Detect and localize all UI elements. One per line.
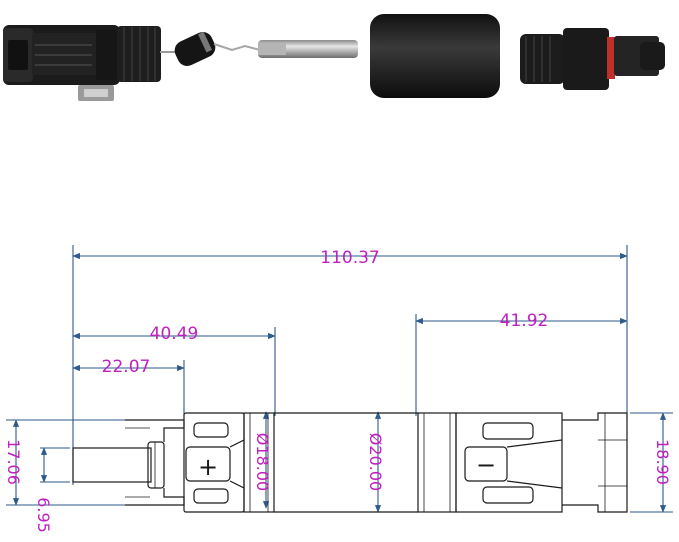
extension-lines: [6, 245, 673, 513]
male-housing-outline: [183, 412, 275, 513]
sleeve-photo: [370, 14, 500, 98]
dim-female-end-height: 18.90: [653, 439, 672, 485]
coupling-outline: [274, 412, 418, 513]
dim-pin-diameter: 6.95: [34, 497, 53, 533]
dim-pin-height: 17.06: [4, 439, 23, 485]
dim-female-length: 41.92: [500, 311, 549, 331]
dimension-lines: [12, 252, 667, 513]
female-connector-photo: [520, 28, 665, 90]
diode-photo: [160, 31, 358, 66]
dim-female-nut-diameter: Ø20.00: [366, 433, 385, 491]
dim-male-length: 40.49: [150, 324, 199, 344]
male-pin-outline: [72, 419, 185, 506]
product-photo: [3, 14, 665, 101]
dim-male-pin-length: 22.07: [102, 357, 151, 377]
negative-symbol: −: [476, 451, 496, 479]
technical-drawing: + − 110.37 40.49 22.07 41.92 17.06 6.95 …: [4, 245, 673, 533]
dim-overall-length: 110.37: [320, 248, 379, 268]
female-housing-outline: [417, 412, 628, 513]
male-connector-photo: [3, 25, 161, 101]
positive-symbol: +: [198, 453, 218, 481]
dim-male-nut-diameter: Ø18.00: [253, 433, 272, 491]
